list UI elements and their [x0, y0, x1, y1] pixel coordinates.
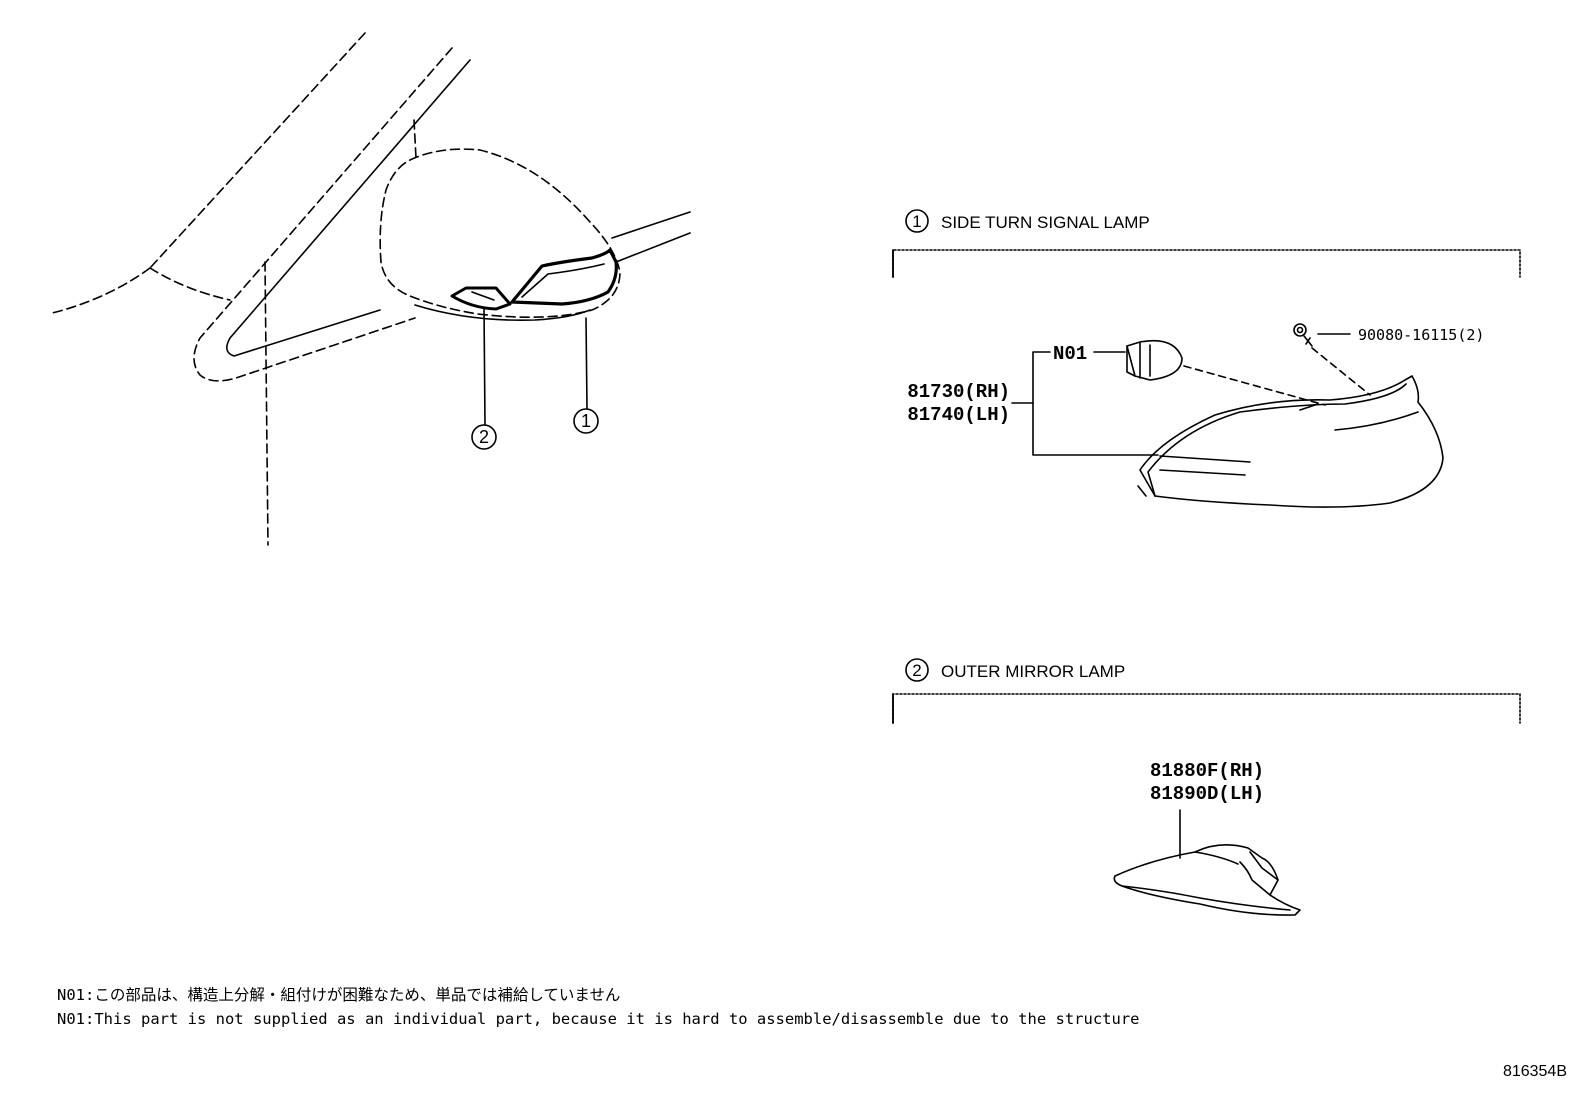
screw-drawing — [1293, 323, 1313, 347]
bulb-drawing — [1126, 339, 1183, 381]
turn-signal-lamp-drawing — [1137, 375, 1444, 508]
bulb-note-label: N01 — [1053, 343, 1087, 365]
section1-number: 1 — [912, 212, 921, 231]
note-n01-english: N01:This part is not supplied as an indi… — [57, 1010, 1140, 1028]
illustration-code: 816354B — [1503, 1063, 1567, 1080]
screw-part-number: 90080-16115(2) — [1358, 326, 1484, 344]
callout-1-circle — [573, 408, 599, 434]
part-number-81890d-lh: 81890D(LH) — [1150, 783, 1264, 805]
callout-2-label: 2 — [479, 427, 489, 447]
outer-mirror-lamp-drawing — [1113, 844, 1301, 916]
part-number-81730-rh: 81730(RH) — [907, 381, 1010, 403]
section2-number: 2 — [912, 661, 921, 680]
section1-title: SIDE TURN SIGNAL LAMP — [941, 213, 1150, 232]
section2-title: OUTER MIRROR LAMP — [941, 662, 1125, 681]
callout-2-circle — [471, 424, 497, 450]
section2-number-circle — [905, 658, 929, 682]
note-n01-japanese: N01:この部品は、構造上分解・組付けが困難なため、単品では補給していません — [57, 986, 620, 1004]
section1-number-circle — [905, 209, 929, 233]
mirror-overview-illustration — [51, 32, 691, 546]
part-number-81740-lh: 81740(LH) — [907, 404, 1010, 426]
section1-bracket — [892, 249, 1521, 278]
part-number-81880f-rh: 81880F(RH) — [1150, 760, 1264, 782]
section2-bracket — [892, 693, 1521, 724]
callout-1-label: 1 — [581, 411, 591, 431]
